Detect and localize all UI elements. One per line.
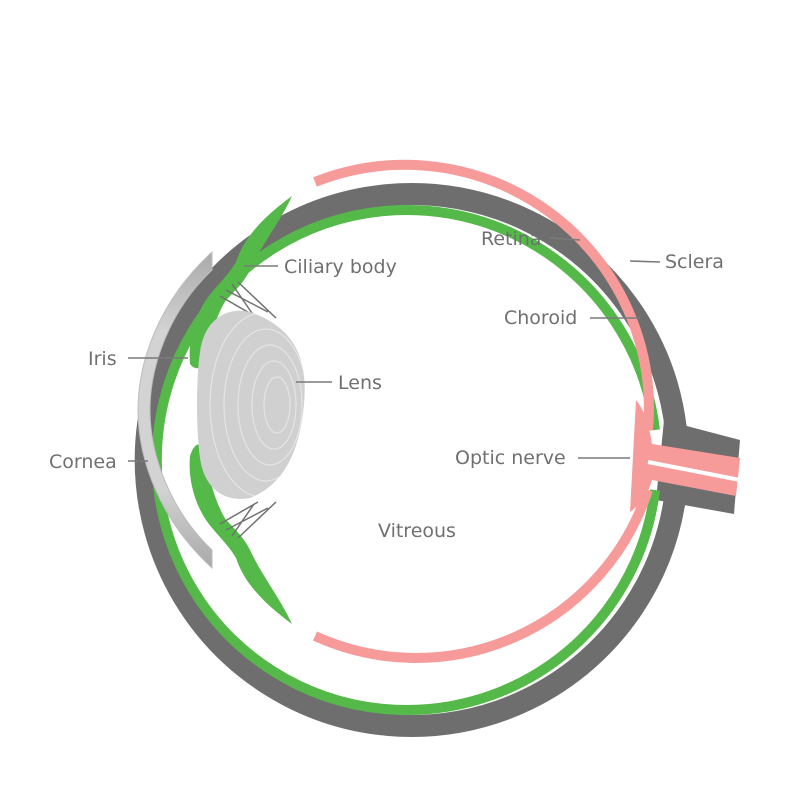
label-lens: Lens bbox=[338, 372, 382, 394]
label-sclera: Sclera bbox=[665, 251, 724, 273]
zonule-fibers bbox=[219, 281, 277, 539]
sclera-leader bbox=[629, 260, 661, 263]
label-retina: Retina bbox=[481, 228, 541, 250]
label-vitreous: Vitreous bbox=[378, 520, 456, 542]
cornea bbox=[137, 250, 213, 570]
ciliary-body-lower bbox=[189, 444, 292, 624]
optic-nerve bbox=[630, 400, 740, 512]
optic-nerve-divider bbox=[647, 460, 741, 482]
label-cornea: Cornea bbox=[49, 451, 117, 473]
label-ciliary-body: Ciliary body bbox=[284, 256, 397, 278]
label-iris: Iris bbox=[88, 348, 117, 370]
retina bbox=[312, 159, 654, 663]
lens bbox=[197, 310, 305, 499]
label-optic-nerve: Optic nerve bbox=[455, 447, 566, 469]
ciliary-body-upper bbox=[189, 196, 292, 369]
retina-leader bbox=[548, 237, 581, 241]
label-choroid: Choroid bbox=[504, 307, 577, 329]
